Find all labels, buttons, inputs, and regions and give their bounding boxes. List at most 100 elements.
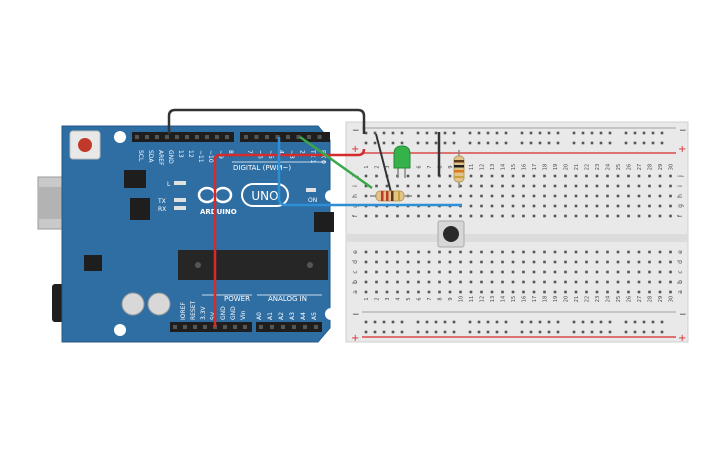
breadboard-hole[interactable] <box>452 330 456 334</box>
breadboard-hole[interactable] <box>459 250 462 254</box>
breadboard-hole[interactable] <box>364 320 368 324</box>
breadboard-hole[interactable] <box>480 194 483 198</box>
breadboard-hole[interactable] <box>434 141 438 145</box>
breadboard-hole[interactable] <box>425 131 429 135</box>
breadboard-hole[interactable] <box>438 260 441 264</box>
breadboard-hole[interactable] <box>480 270 483 274</box>
resistor-horizontal[interactable] <box>370 190 412 202</box>
breadboard-hole[interactable] <box>590 330 594 334</box>
breadboard-hole[interactable] <box>468 320 472 324</box>
breadboard-hole[interactable] <box>520 131 524 135</box>
breadboard-hole[interactable] <box>468 131 472 135</box>
breadboard-hole[interactable] <box>581 320 585 324</box>
header-pin[interactable] <box>317 135 322 139</box>
breadboard-hole[interactable] <box>452 141 456 145</box>
breadboard-hole[interactable] <box>590 320 594 324</box>
breadboard-hole[interactable] <box>391 320 395 324</box>
breadboard-hole[interactable] <box>382 141 386 145</box>
breadboard-hole[interactable] <box>585 270 588 274</box>
breadboard-hole[interactable] <box>553 174 557 178</box>
breadboard-hole[interactable] <box>501 250 504 254</box>
breadboard-hole[interactable] <box>564 204 567 208</box>
breadboard-hole[interactable] <box>627 214 630 218</box>
header-pin[interactable] <box>203 325 207 329</box>
breadboard-hole[interactable] <box>585 290 588 294</box>
breadboard-hole[interactable] <box>585 174 588 178</box>
breadboard-hole[interactable] <box>669 184 672 188</box>
breadboard-hole[interactable] <box>651 330 655 334</box>
breadboard-hole[interactable] <box>616 280 620 284</box>
breadboard-hole[interactable] <box>448 270 452 274</box>
breadboard-hole[interactable] <box>553 214 557 218</box>
breadboard-hole[interactable] <box>651 131 655 135</box>
header-pin[interactable] <box>155 135 159 139</box>
header-pin[interactable] <box>225 135 229 139</box>
breadboard-hole[interactable] <box>385 250 389 254</box>
breadboard-hole[interactable] <box>364 290 368 294</box>
breadboard-hole[interactable] <box>572 330 576 334</box>
breadboard-hole[interactable] <box>501 214 504 218</box>
breadboard-hole[interactable] <box>382 320 386 324</box>
breadboard-hole[interactable] <box>522 280 525 284</box>
breadboard-hole[interactable] <box>574 204 578 208</box>
breadboard-hole[interactable] <box>627 184 630 188</box>
breadboard-hole[interactable] <box>585 204 588 208</box>
breadboard-hole[interactable] <box>595 184 599 188</box>
breadboard-hole[interactable] <box>522 214 525 218</box>
breadboard-hole[interactable] <box>633 131 637 135</box>
breadboard-hole[interactable] <box>396 290 399 294</box>
breadboard-hole[interactable] <box>459 214 462 218</box>
breadboard-hole[interactable] <box>396 184 399 188</box>
breadboard-hole[interactable] <box>658 174 662 178</box>
breadboard-hole[interactable] <box>511 260 515 264</box>
breadboard-hole[interactable] <box>490 280 494 284</box>
breadboard-hole[interactable] <box>501 290 504 294</box>
pushbutton-cap[interactable] <box>443 226 459 242</box>
breadboard-hole[interactable] <box>511 214 515 218</box>
breadboard-hole[interactable] <box>543 184 546 188</box>
breadboard-hole[interactable] <box>364 214 368 218</box>
breadboard-hole[interactable] <box>396 250 399 254</box>
breadboard-hole[interactable] <box>382 330 386 334</box>
breadboard-hole[interactable] <box>590 141 594 145</box>
breadboard-hole[interactable] <box>468 141 472 145</box>
breadboard-hole[interactable] <box>522 204 525 208</box>
header-pin[interactable] <box>244 135 248 139</box>
breadboard-hole[interactable] <box>459 280 462 284</box>
wire-black-led[interactable] <box>375 133 393 197</box>
breadboard-hole[interactable] <box>438 290 441 294</box>
breadboard-hole[interactable] <box>595 270 599 274</box>
breadboard-hole[interactable] <box>564 214 567 218</box>
breadboard-hole[interactable] <box>522 290 525 294</box>
breadboard-hole[interactable] <box>599 131 603 135</box>
breadboard-hole[interactable] <box>501 280 504 284</box>
breadboard-hole[interactable] <box>608 320 612 324</box>
breadboard-hole[interactable] <box>416 141 420 145</box>
breadboard-hole[interactable] <box>572 131 576 135</box>
breadboard-hole[interactable] <box>599 141 603 145</box>
breadboard-hole[interactable] <box>616 184 620 188</box>
wire-black-gnd[interactable] <box>167 108 366 134</box>
breadboard-hole[interactable] <box>633 141 637 145</box>
breadboard-hole[interactable] <box>417 270 420 274</box>
breadboard-hole[interactable] <box>572 320 576 324</box>
breadboard-hole[interactable] <box>417 174 420 178</box>
breadboard-hole[interactable] <box>490 250 494 254</box>
breadboard-hole[interactable] <box>375 290 378 294</box>
breadboard-hole[interactable] <box>633 330 637 334</box>
breadboard-hole[interactable] <box>553 194 557 198</box>
breadboard-hole[interactable] <box>532 204 536 208</box>
header-pin[interactable] <box>165 135 169 139</box>
breadboard-hole[interactable] <box>606 214 609 218</box>
breadboard-hole[interactable] <box>490 260 494 264</box>
breadboard-hole[interactable] <box>538 141 542 145</box>
breadboard-hole[interactable] <box>406 184 410 188</box>
breadboard-hole[interactable] <box>532 270 536 274</box>
breadboard-hole[interactable] <box>627 250 630 254</box>
breadboard-hole[interactable] <box>425 320 429 324</box>
breadboard-hole[interactable] <box>637 250 641 254</box>
breadboard-hole[interactable] <box>391 330 395 334</box>
breadboard-hole[interactable] <box>417 184 420 188</box>
wire-blue[interactable] <box>277 137 462 207</box>
breadboard-hole[interactable] <box>490 214 494 218</box>
